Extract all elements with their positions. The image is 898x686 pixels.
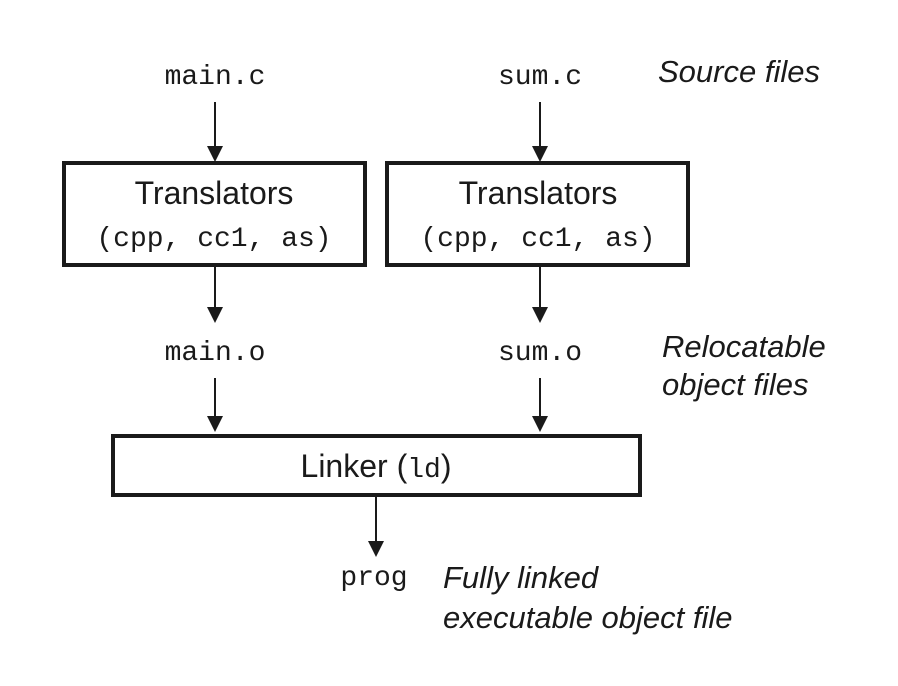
arrow-main-o-to-linker	[207, 378, 223, 432]
executable-prog: prog	[340, 563, 407, 594]
arrow-translators-to-main-o	[207, 267, 223, 323]
translators-tools-left: (cpp, cc1, as)	[96, 224, 331, 255]
translators-tools-right: (cpp, cc1, as)	[420, 224, 655, 255]
linker-box: Linker (ld)	[111, 434, 642, 497]
linker-close-paren: )	[441, 448, 452, 484]
translators-title-right: Translators	[459, 175, 618, 211]
object-file-sum-o: sum.o	[498, 338, 582, 369]
relocatable-label-line1: Relocatable	[662, 329, 826, 364]
arrow-sum-c-to-translators	[532, 102, 548, 162]
translators-box-right: Translators (cpp, cc1, as)	[385, 161, 690, 267]
translators-box-left: Translators (cpp, cc1, as)	[62, 161, 367, 267]
relocatable-label-line2: object files	[662, 367, 808, 402]
source-files-label: Source files	[658, 54, 820, 89]
arrow-translators-to-sum-o	[532, 267, 548, 323]
executable-label-line2: executable object file	[443, 600, 733, 635]
source-file-main-c: main.c	[165, 62, 266, 93]
arrow-main-c-to-translators	[207, 102, 223, 162]
linker-label: Linker (ld)	[301, 448, 452, 486]
object-file-main-o: main.o	[165, 338, 266, 369]
translators-title-left: Translators	[135, 175, 294, 211]
arrow-linker-to-prog	[368, 497, 384, 557]
executable-label-line1: Fully linked	[443, 560, 600, 595]
linker-tool: ld	[407, 455, 441, 486]
arrow-sum-o-to-linker	[532, 378, 548, 432]
source-file-sum-c: sum.c	[498, 62, 582, 93]
linker-name: Linker (	[301, 448, 408, 484]
